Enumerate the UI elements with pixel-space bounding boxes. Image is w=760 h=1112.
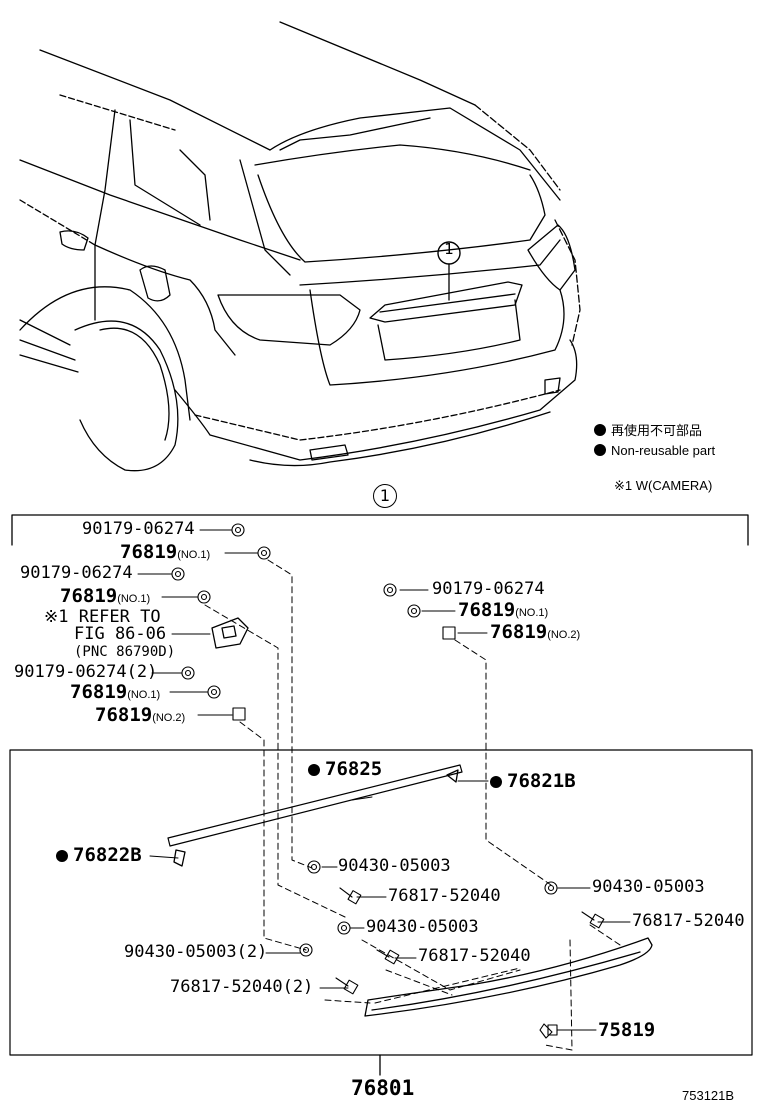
part-label: 76817-52040 [418, 946, 531, 966]
refer-note-line2: FIG 86-06 [74, 624, 167, 644]
callout-number-vehicle: 1 [444, 240, 454, 258]
part-label: 76819(NO.1) [120, 541, 211, 563]
legend-en: Non-reusable part [594, 444, 715, 457]
part-label: 76819(NO.1) [70, 681, 161, 703]
non-reusable-dot-icon [308, 764, 320, 776]
part-label: 76825 [308, 760, 382, 779]
vehicle-outline [19, 21, 581, 472]
part-label: 90179-06274(2) [14, 662, 158, 682]
part-label: 90179-06274 [82, 519, 195, 539]
legend-note: ※1 W(CAMERA) [614, 478, 713, 493]
part-label: 90430-05003 [338, 856, 451, 876]
part-label: 76819(NO.1) [458, 599, 549, 621]
part-label: 90179-06274 [432, 579, 545, 599]
non-reusable-dot-icon [490, 776, 502, 788]
non-reusable-dot-icon [594, 444, 606, 456]
part-label: 76819(NO.2) [490, 621, 581, 643]
assembly-part-number: 76801 [351, 1076, 415, 1100]
part-label: 90430-05003 [592, 877, 705, 897]
callout-circle-vehicle [437, 241, 461, 265]
refer-note-line1: ※1 REFER TO [44, 607, 161, 627]
part-label: 76817-52040 [388, 886, 501, 906]
part-label: 76817-52040 [632, 911, 745, 931]
part-label: 76819(NO.2) [95, 704, 186, 726]
figure-id: 753121B [682, 1088, 735, 1103]
clips [171, 523, 558, 957]
non-reusable-dot-icon [56, 850, 68, 862]
screws [335, 887, 605, 1039]
legend-jp: 再使用不可部品 [594, 424, 702, 437]
back-door-garnish [364, 937, 653, 1017]
camera-part [211, 617, 249, 649]
molding-strip [167, 764, 463, 847]
part-label: 90430-05003(2) [124, 942, 268, 962]
part-label: 75819 [598, 1019, 656, 1041]
assembly-bracket [11, 514, 749, 546]
refer-note-line3: (PNC 86790D) [74, 644, 176, 660]
callout-number-assembly: 1 [373, 484, 397, 508]
part-label: 76822B [56, 846, 142, 865]
part-label: 76819(NO.1) [60, 585, 151, 607]
non-reusable-dot-icon [594, 424, 606, 436]
part-label: 90430-05003 [366, 917, 479, 937]
part-label: 76817-52040(2) [170, 977, 314, 997]
part-label: 90179-06274 [20, 563, 133, 583]
subassembly-frame [9, 749, 753, 1056]
part-label: 76821B [490, 772, 576, 791]
